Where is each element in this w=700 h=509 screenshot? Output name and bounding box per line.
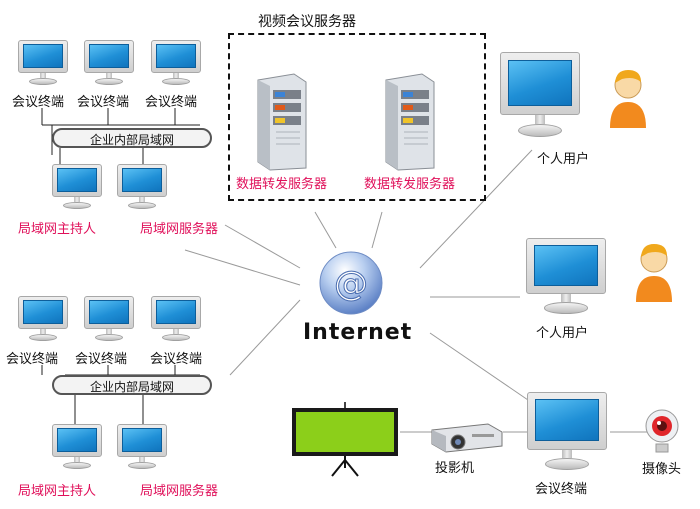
projection-screen-icon: [292, 402, 398, 477]
monitor-icon: [117, 164, 167, 210]
svg-text:@: @: [334, 264, 368, 304]
host-label: 局域网主持人: [18, 484, 97, 499]
terminal-label: 会议终端: [145, 95, 198, 110]
server-group-box: [228, 33, 486, 201]
terminal-label: 会议终端: [6, 352, 59, 367]
lan-bar: 企业内部局域网: [52, 375, 212, 395]
monitor-icon: [52, 424, 102, 470]
host-label: 局域网主持人: [18, 222, 97, 237]
terminal-label: 会议终端: [75, 352, 128, 367]
user-avatar-icon: [610, 70, 646, 128]
lan-server-label: 局域网服务器: [140, 222, 219, 237]
camera-label: 摄像头: [642, 462, 682, 477]
server-label: 数据转发服务器: [364, 177, 456, 192]
monitor-icon: [52, 164, 102, 210]
projector-label: 投影机: [435, 461, 475, 476]
server-label: 数据转发服务器: [236, 177, 328, 192]
user-avatar-icon: [636, 244, 672, 302]
monitor-icon: [151, 40, 201, 86]
webcam-icon: [645, 409, 679, 453]
monitor-icon: [84, 40, 134, 86]
terminal-label: 会议终端: [12, 95, 65, 110]
monitor-icon: [526, 238, 606, 316]
server-icon: [385, 73, 435, 171]
monitor-icon: [84, 296, 134, 342]
monitor-icon: [18, 40, 68, 86]
server-icon: [257, 73, 307, 171]
lan-bar: 企业内部局域网: [52, 128, 212, 148]
projector-icon: [431, 423, 503, 453]
monitor-icon: [500, 52, 580, 140]
internet-at-icon: @: [319, 251, 383, 315]
monitor-icon: [18, 296, 68, 342]
conference-terminal-label: 会议终端: [535, 482, 588, 497]
personal-user-label: 个人用户: [536, 326, 589, 341]
monitor-icon: [117, 424, 167, 470]
monitor-icon: [527, 392, 607, 472]
diagram-title: 视频会议服务器: [258, 14, 356, 30]
personal-user-label: 个人用户: [537, 152, 590, 167]
monitor-icon: [151, 296, 201, 342]
lan-server-label: 局域网服务器: [140, 484, 219, 499]
terminal-label: 会议终端: [77, 95, 130, 110]
terminal-label: 会议终端: [150, 352, 203, 367]
internet-label: Internet: [303, 320, 413, 345]
